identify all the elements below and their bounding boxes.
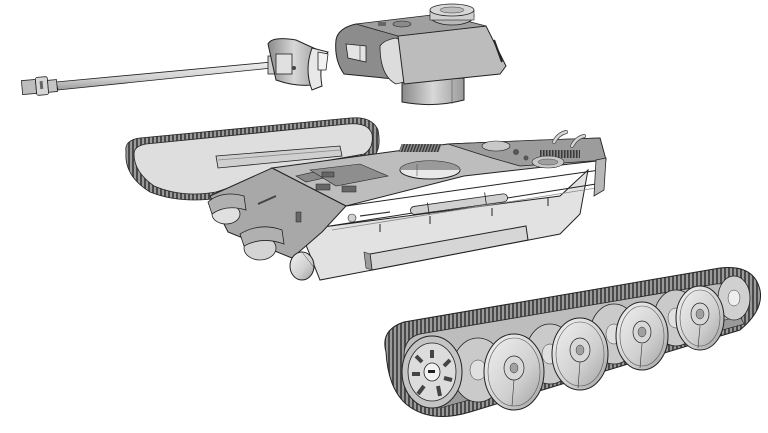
hull [207,130,607,281]
drive-sprocket [401,335,463,409]
gun-mantlet [267,38,329,91]
turret [335,3,507,106]
left-track [125,117,380,201]
road-wheels [483,285,725,411]
gun-barrel [20,55,279,96]
right-track [384,266,762,417]
